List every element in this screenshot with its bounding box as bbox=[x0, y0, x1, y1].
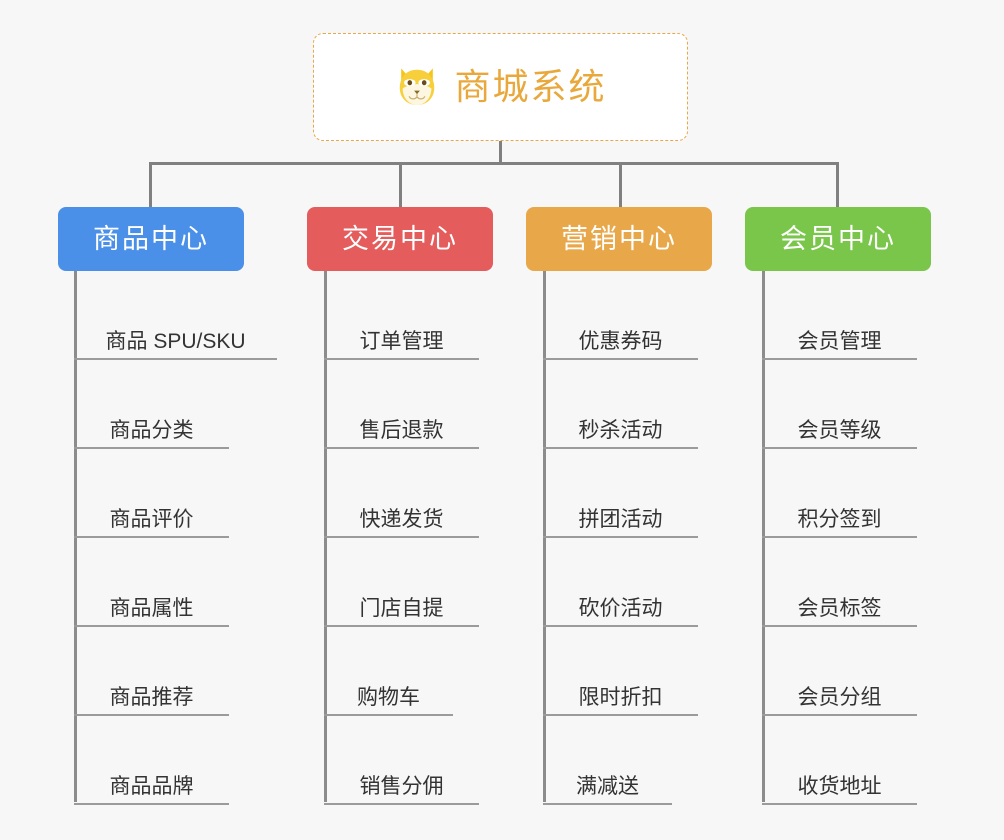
leaf-item-label: 拼团活动 bbox=[578, 508, 663, 531]
leaf-item-label: 订单管理 bbox=[359, 330, 444, 353]
leaf-item[interactable]: 快递发货 bbox=[324, 449, 479, 538]
category-label: 交易中心 bbox=[342, 223, 458, 254]
leaf-item[interactable]: 积分签到 bbox=[762, 449, 917, 538]
leaf-item[interactable]: 销售分佣 bbox=[324, 716, 479, 805]
leaf-item-label: 满减送 bbox=[576, 775, 639, 798]
category-label: 会员中心 bbox=[780, 223, 896, 254]
leaf-item[interactable]: 秒杀活动 bbox=[543, 360, 698, 449]
leaf-item-label: 限时折扣 bbox=[578, 686, 663, 709]
leaf-item-label: 优惠券码 bbox=[578, 330, 663, 353]
leaf-item-label: 售后退款 bbox=[359, 419, 444, 442]
leaf-item[interactable]: 商品推荐 bbox=[74, 627, 229, 716]
leaf-item-label: 会员等级 bbox=[797, 419, 882, 442]
leaf-item[interactable]: 会员管理 bbox=[762, 271, 917, 360]
leaf-item[interactable]: 订单管理 bbox=[324, 271, 479, 360]
connector-drop-trade-center bbox=[399, 162, 402, 208]
leaf-item-label: 商品 SPU/SKU bbox=[105, 330, 246, 353]
dog-face-icon bbox=[400, 68, 435, 105]
leaf-item[interactable]: 拼团活动 bbox=[543, 449, 698, 538]
connector-drop-product-center bbox=[149, 162, 152, 208]
connector-drop-member-center bbox=[836, 162, 839, 208]
leaf-item-label: 快递发货 bbox=[359, 508, 444, 531]
leaf-item[interactable]: 砍价活动 bbox=[543, 538, 698, 627]
leaf-item[interactable]: 会员标签 bbox=[762, 538, 917, 627]
leaf-item[interactable]: 满减送 bbox=[543, 716, 672, 805]
category-header-marketing-center[interactable]: 营销中心 bbox=[526, 207, 712, 271]
leaf-item[interactable]: 限时折扣 bbox=[543, 627, 698, 716]
leaf-item-label: 会员管理 bbox=[797, 330, 882, 353]
connector-root-stem bbox=[499, 141, 502, 165]
leaf-item[interactable]: 商品品牌 bbox=[74, 716, 229, 805]
leaf-item[interactable]: 售后退款 bbox=[324, 360, 479, 449]
leaf-item-label: 商品分类 bbox=[109, 419, 194, 442]
leaf-item-label: 购物车 bbox=[357, 686, 420, 709]
category-header-product-center[interactable]: 商品中心 bbox=[58, 207, 244, 271]
category-header-member-center[interactable]: 会员中心 bbox=[745, 207, 931, 271]
leaf-item[interactable]: 商品属性 bbox=[74, 538, 229, 627]
leaf-item-label: 销售分佣 bbox=[359, 775, 444, 798]
leaf-item-label: 会员标签 bbox=[797, 597, 882, 620]
leaf-item-label: 商品评价 bbox=[109, 508, 194, 531]
category-header-trade-center[interactable]: 交易中心 bbox=[307, 207, 493, 271]
leaf-item-label: 砍价活动 bbox=[578, 597, 663, 620]
category-label: 商品中心 bbox=[93, 223, 209, 254]
leaf-item[interactable]: 门店自提 bbox=[324, 538, 479, 627]
leaf-item-label: 收货地址 bbox=[797, 775, 882, 798]
root-node-title: 商城系统 bbox=[454, 66, 607, 107]
leaf-item-label: 积分签到 bbox=[797, 508, 882, 531]
leaf-item[interactable]: 会员分组 bbox=[762, 627, 917, 716]
leaf-item-label: 门店自提 bbox=[359, 597, 444, 620]
leaf-item[interactable]: 收货地址 bbox=[762, 716, 917, 805]
leaf-item[interactable]: 购物车 bbox=[324, 627, 453, 716]
connector-drop-marketing-center bbox=[619, 162, 622, 208]
category-label: 营销中心 bbox=[561, 223, 677, 254]
leaf-item[interactable]: 商品 SPU/SKU bbox=[74, 271, 277, 360]
leaf-item[interactable]: 商品分类 bbox=[74, 360, 229, 449]
leaf-item-label: 商品属性 bbox=[109, 597, 194, 620]
connector-horizontal-bus bbox=[149, 162, 839, 165]
leaf-item[interactable]: 商品评价 bbox=[74, 449, 229, 538]
leaf-item[interactable]: 会员等级 bbox=[762, 360, 917, 449]
leaf-item-label: 商品推荐 bbox=[109, 686, 194, 709]
leaf-item-label: 商品品牌 bbox=[109, 775, 194, 798]
leaf-item-label: 会员分组 bbox=[797, 686, 882, 709]
root-node-mall-system[interactable]: 商城系统 bbox=[313, 33, 688, 141]
leaf-item[interactable]: 优惠券码 bbox=[543, 271, 698, 360]
leaf-item-label: 秒杀活动 bbox=[578, 419, 663, 442]
